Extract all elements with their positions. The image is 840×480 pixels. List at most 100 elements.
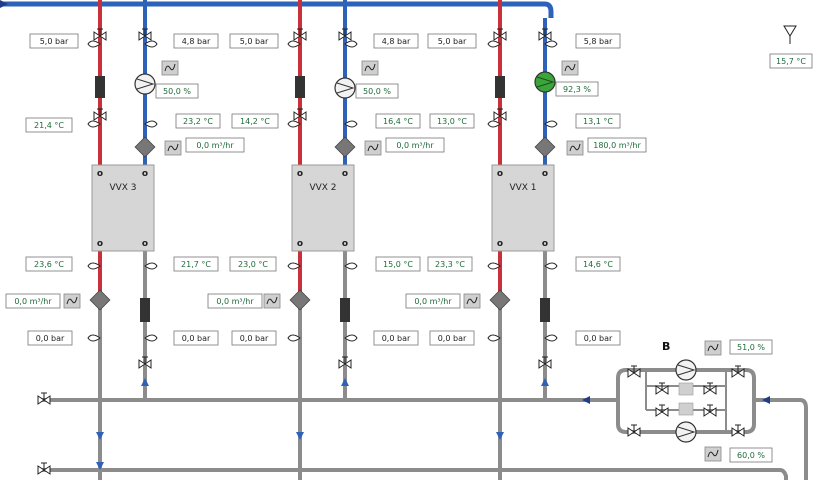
pressure-in-2: 5,8 bar [584, 37, 613, 46]
temp-in-red: 21,4 °C [34, 121, 64, 130]
control-valve-icon[interactable] [289, 289, 311, 311]
outdoor-sensor: 15,7 °C [769, 25, 813, 69]
temp-in-red: 14,2 °C [240, 117, 270, 126]
strainer-icon [678, 382, 694, 396]
pressure-out-1: 0,0 bar [438, 334, 467, 343]
vfd-icon[interactable] [704, 446, 722, 462]
control-valve-icon[interactable] [334, 136, 356, 158]
down-arrow-icon [496, 432, 504, 440]
strainer-icon [140, 298, 150, 322]
check-valve-icon[interactable] [703, 382, 717, 395]
temp-in-blue: 23,2 °C [183, 117, 213, 126]
flow-in: 0,0 m³/hr [396, 141, 434, 150]
strainer-icon [95, 76, 105, 98]
temp-out-blue: 14,6 °C [583, 260, 613, 269]
flow-in: 180,0 m³/hr [593, 141, 641, 150]
port-marker: o [142, 169, 148, 179]
flow-out: 0,0 m³/hr [14, 297, 52, 306]
flow-arrows [96, 378, 770, 470]
port-marker: o [97, 239, 103, 249]
down-arrow-icon [96, 432, 104, 440]
check-valve-icon[interactable] [655, 404, 669, 417]
up-arrow-icon [341, 378, 349, 386]
actuator-icon[interactable] [566, 140, 584, 156]
unit-name: VVX 1 [509, 183, 536, 193]
port-marker: o [542, 169, 548, 179]
left-arrow-icon [762, 396, 770, 404]
vfd-icon[interactable] [704, 340, 722, 356]
pressure-in-1: 5,0 bar [438, 37, 467, 46]
unit-name: VVX 2 [309, 183, 336, 193]
control-valve-icon[interactable] [489, 289, 511, 311]
pressure-in-2: 4,8 bar [382, 37, 411, 46]
pump-icon[interactable] [334, 77, 356, 99]
port-marker: o [497, 239, 503, 249]
flow-in: 0,0 m³/hr [196, 141, 234, 150]
pump-percent: 92,3 % [563, 85, 591, 94]
unit-vvx2: 5,0 bar 4,8 bar 50,0 % 14,2 °C 16,4 °C 0… [207, 28, 445, 369]
port-marker: o [342, 169, 348, 179]
check-valve-icon[interactable] [655, 382, 669, 395]
vfd-icon[interactable] [561, 60, 579, 76]
vfd-icon[interactable] [361, 60, 379, 76]
pump-icon[interactable] [534, 71, 556, 93]
strainer-icon [678, 402, 694, 416]
station-b: B 51,0 % 60,0 % [610, 339, 773, 463]
pump-icon[interactable] [134, 73, 156, 95]
strainer-icon [340, 298, 350, 322]
temp-out-red: 23,0 °C [238, 260, 268, 269]
vfd-icon[interactable] [161, 60, 179, 76]
pump-icon[interactable] [675, 421, 697, 443]
control-valve-icon[interactable] [534, 136, 556, 158]
port-marker: o [97, 169, 103, 179]
temp-in-blue: 16,4 °C [383, 117, 413, 126]
valve-icon[interactable] [627, 365, 641, 378]
actuator-icon[interactable] [63, 293, 81, 309]
temp-in-blue: 13,1 °C [583, 117, 613, 126]
heat-exchanger[interactable] [491, 164, 555, 252]
pressure-out-2: 0,0 bar [182, 334, 211, 343]
strainer-icon [295, 76, 305, 98]
outdoor-temp: 15,7 °C [776, 57, 806, 66]
port-marker: o [297, 169, 303, 179]
actuator-icon[interactable] [164, 140, 182, 156]
pump-icon[interactable] [675, 359, 697, 381]
heat-exchanger[interactable] [291, 164, 355, 252]
pressure-out-2: 0,0 bar [382, 334, 411, 343]
down-arrow-icon [296, 432, 304, 440]
up-arrow-icon [141, 378, 149, 386]
actuator-icon[interactable] [263, 293, 281, 309]
header-valve-icon[interactable] [37, 392, 51, 405]
flow-out: 0,0 m³/hr [414, 297, 452, 306]
pump-bottom-percent: 60,0 % [737, 451, 765, 460]
valve-icon[interactable] [731, 424, 745, 437]
temp-in-red: 13,0 °C [437, 117, 467, 126]
port-marker: o [542, 239, 548, 249]
pressure-in-2: 4,8 bar [182, 37, 211, 46]
control-valve-icon[interactable] [89, 289, 111, 311]
actuator-icon[interactable] [463, 293, 481, 309]
pressure-out-2: 0,0 bar [584, 334, 613, 343]
pressure-out-1: 0,0 bar [240, 334, 269, 343]
top-supply-line [0, 0, 554, 18]
actuator-icon[interactable] [364, 140, 382, 156]
heat-exchanger[interactable] [91, 164, 155, 252]
control-valve-icon[interactable] [134, 136, 156, 158]
temp-out-red: 23,3 °C [435, 260, 465, 269]
flow-arrow-icon [0, 0, 8, 8]
check-valve-icon[interactable] [703, 404, 717, 417]
station-label: B [662, 340, 670, 353]
left-arrow-icon [582, 396, 590, 404]
pressure-in-1: 5,0 bar [40, 37, 69, 46]
bottom-header-lower [40, 468, 788, 480]
header-valve-icon[interactable] [37, 462, 51, 475]
up-arrow-icon [541, 378, 549, 386]
outdoor-sensor-icon [783, 25, 797, 37]
unit-vvx1: 5,0 bar 5,8 bar 92,3 % 13,0 °C 13,1 °C 1… [405, 28, 647, 369]
unit-vvx3: 5,0 bar 4,8 bar 50,0 % 21,4 °C 23,2 °C 0… [5, 28, 245, 369]
valve-icon[interactable] [627, 424, 641, 437]
valve-icon[interactable] [731, 365, 745, 378]
pump-percent: 50,0 % [163, 87, 191, 96]
temp-out-red: 23,6 °C [34, 260, 64, 269]
